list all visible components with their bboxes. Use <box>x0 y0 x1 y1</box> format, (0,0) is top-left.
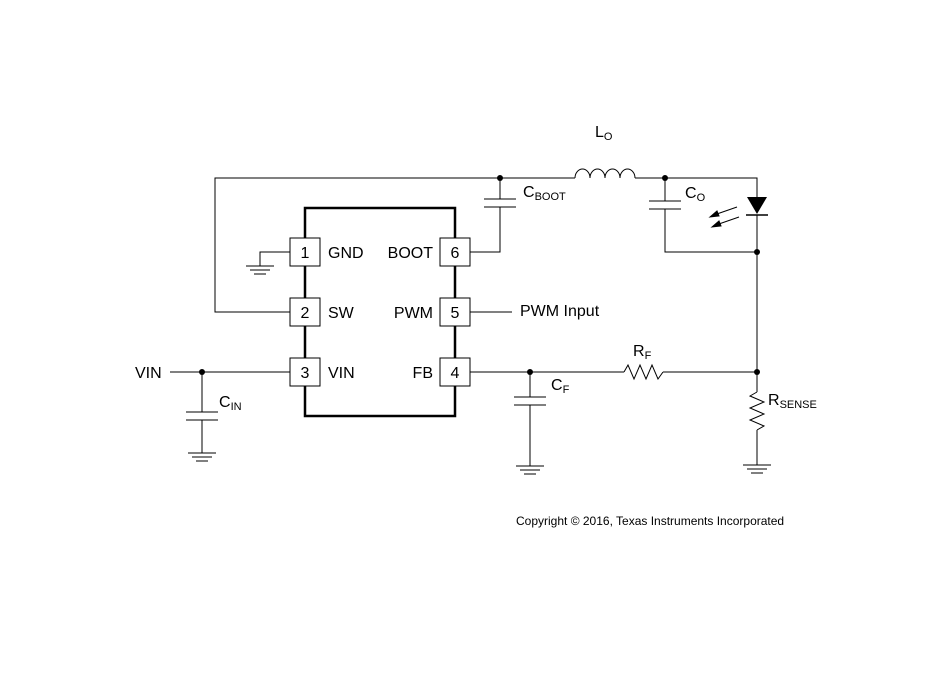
capacitor-co: CO <box>649 185 706 210</box>
resistor-rsense: RSENSE <box>748 391 817 431</box>
pwm-input-label: PWM Input <box>520 303 600 320</box>
junction-dot <box>527 369 533 375</box>
ground-symbol-gnd-pin <box>246 265 274 275</box>
pin-name-gnd: GND <box>328 245 364 262</box>
co-label: CO <box>685 185 706 204</box>
capacitor-cboot: CBOOT <box>484 184 566 208</box>
resistor-zigzag <box>748 391 766 431</box>
pin-number-1: 1 <box>301 245 310 262</box>
co-wire-bottom <box>664 209 757 253</box>
pin-name-vin: VIN <box>328 365 355 382</box>
ground-symbol-cin <box>188 452 216 462</box>
light-emission-arrows <box>708 206 740 228</box>
rsense-label: RSENSE <box>768 392 817 411</box>
resistor-rf: RF <box>623 343 664 381</box>
wires <box>170 177 758 466</box>
cboot-wire-bottom <box>470 207 501 253</box>
resistor-zigzag <box>623 363 664 381</box>
cboot-label: CBOOT <box>523 184 566 203</box>
inductor-lo: LO <box>574 124 636 179</box>
pin-name-fb: FB <box>413 365 433 382</box>
pin-number-2: 2 <box>301 305 310 322</box>
cf-label: CF <box>551 377 570 396</box>
ground-symbol-rsense <box>743 464 771 474</box>
junction-dot <box>754 369 760 375</box>
pin-name-boot: BOOT <box>388 245 434 262</box>
gnd-pin-wire <box>259 251 290 266</box>
pin-number-6: 6 <box>451 245 460 262</box>
pin-box-1 <box>289 237 321 267</box>
pin-box-6 <box>439 237 471 267</box>
ground-symbol-cf <box>516 465 544 475</box>
junction-dot <box>497 175 503 181</box>
junction-dot <box>754 249 760 255</box>
capacitor-cf: CF <box>514 377 570 406</box>
pin-number-3: 3 <box>301 365 310 382</box>
led-triangle <box>747 197 767 214</box>
capacitor-cin: CIN <box>186 394 242 421</box>
cin-label: CIN <box>219 394 242 413</box>
vin-net-label: VIN <box>135 365 162 382</box>
pin-number-4: 4 <box>451 365 460 382</box>
rf-label: RF <box>633 343 652 362</box>
junction-dot <box>662 175 668 181</box>
pin-box-2 <box>289 297 321 327</box>
inductor-label: LO <box>595 124 613 143</box>
ic-package: 1 2 3 4 5 6 GND SW VIN FB PWM BOOT <box>289 206 471 418</box>
pin-name-sw: SW <box>328 305 355 322</box>
junction-dot <box>199 369 205 375</box>
pin-box-5 <box>439 297 471 327</box>
led-diode <box>708 197 768 228</box>
pin-number-5: 5 <box>451 305 460 322</box>
inductor-coil <box>574 168 636 179</box>
pin-name-pwm: PWM <box>394 305 433 322</box>
copyright-notice: Copyright © 2016, Texas Instruments Inco… <box>516 514 784 528</box>
output-rail-wire <box>635 177 758 197</box>
pin-box-3 <box>289 357 321 387</box>
sw-wire <box>214 177 575 313</box>
junction-dots <box>199 175 760 375</box>
pin-box-4 <box>439 357 471 387</box>
